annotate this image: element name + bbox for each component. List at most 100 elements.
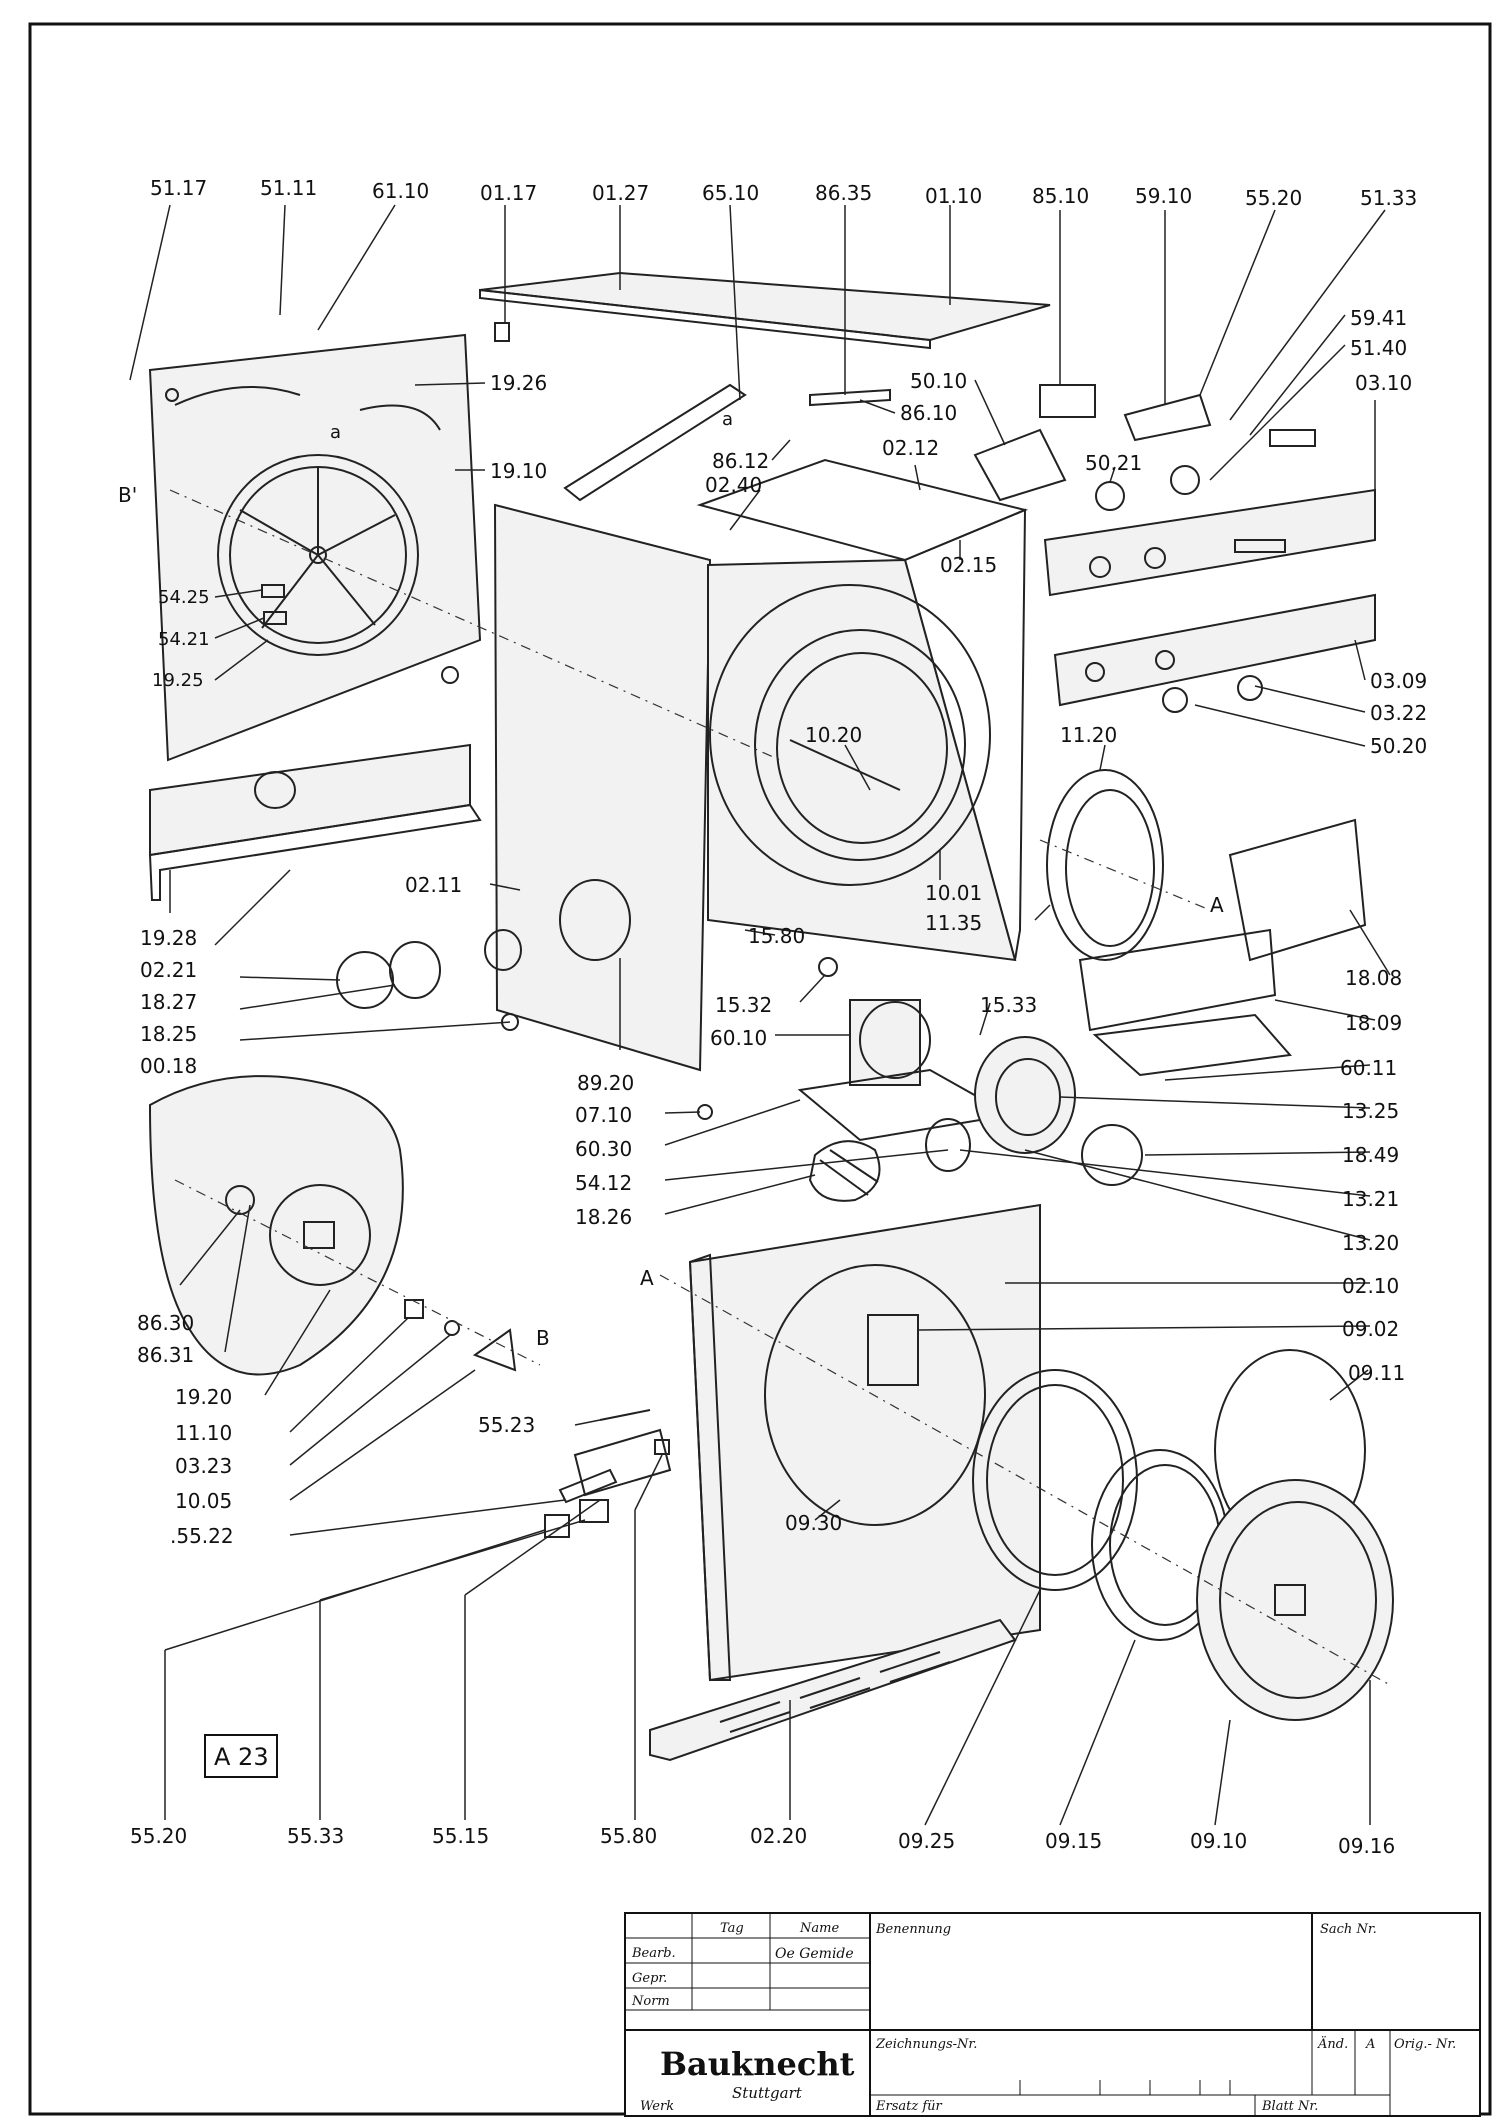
label-89-20: 89.20 (577, 1071, 634, 1095)
motor-6010 (849, 999, 921, 1086)
duct-1809 (1078, 928, 1277, 1032)
tb-benennung: Benennung (875, 1922, 951, 1937)
duct-8920 (559, 879, 631, 961)
pulley-1532 (818, 957, 838, 977)
label-54-25: 54.25 (158, 587, 210, 608)
label-01-27: 01.27 (592, 181, 649, 205)
bracket-5425 (261, 584, 285, 598)
rear-hole-2 (441, 666, 459, 684)
module-8510 (1039, 384, 1096, 418)
plinth-0220 (649, 1618, 1017, 1762)
label-09-16: 09.16 (1338, 1834, 1395, 1858)
plug-0018-ring (484, 929, 522, 971)
label-59-41: 59.41 (1350, 306, 1407, 330)
marker-a-right: a (722, 409, 733, 430)
label-55-22: .55.22 (170, 1524, 234, 1548)
ring-1849 (1081, 1124, 1143, 1186)
switch-5910 (1123, 393, 1212, 442)
tb-sach-nr: Sach Nr. (1320, 1922, 1377, 1937)
spoke-2 (317, 514, 396, 556)
label-13-21: 13.21 (1342, 1187, 1399, 1211)
label-86-10: 86.10 (900, 401, 957, 425)
leader-lines (129, 204, 1391, 1826)
fan-1825 (389, 941, 441, 999)
plinth-vents (719, 1651, 951, 1733)
tb-zeichnungs-nr: Zeichnungs-Nr. (875, 2037, 977, 2052)
tb-row-bearb: Bearb. (631, 1946, 676, 1961)
label-02-20: 02.20 (750, 1824, 807, 1848)
sheet-tag: A 23 (214, 1743, 269, 1771)
hose-rib-2 (829, 1149, 879, 1183)
tb-werk: Werk (640, 2099, 674, 2114)
label-61-10: 61.10 (372, 179, 429, 203)
label-19-10: 19.10 (490, 459, 547, 483)
door-handle-0916 (1274, 1584, 1306, 1616)
title-block: Tag Name Bearb. Gepr. Norm Oe Gemide Ben… (624, 1912, 1481, 2117)
label-01-17: 01.17 (480, 181, 537, 205)
control-knob-1 (1089, 556, 1111, 578)
label-86-31: 86.31 (137, 1343, 194, 1367)
label-50-20: 50.20 (1370, 734, 1427, 758)
tb-signature: Oe Gemide (775, 1946, 854, 1962)
label-02-21: 02.21 (140, 958, 197, 982)
part-1005 (472, 1328, 517, 1372)
duct-plate-1809 (1092, 1013, 1292, 1077)
cap-1827 (336, 951, 394, 1009)
clip-5140 (1269, 429, 1316, 447)
side-panel (493, 503, 712, 1072)
label-15-33: 15.33 (980, 993, 1037, 1017)
front-ring-1120-inner (1065, 789, 1155, 947)
filter-housing-1808 (1228, 818, 1367, 962)
clip-0117 (494, 322, 510, 342)
motor-body (859, 1001, 931, 1079)
label-13-25: 13.25 (1342, 1099, 1399, 1123)
hinge-0902 (867, 1314, 919, 1386)
label-51-11: 51.11 (260, 176, 317, 200)
drum-opening (754, 629, 966, 861)
label-09-15: 09.15 (1045, 1829, 1102, 1853)
front-panel-edge (688, 1253, 732, 1681)
part-5520 (544, 1514, 570, 1538)
label-51-33: 51.33 (1360, 186, 1417, 210)
label-60-11: 60.11 (1340, 1056, 1397, 1080)
tb-col-tag: Tag (720, 1921, 744, 1936)
drum-inner (776, 652, 948, 844)
marker-B-prime: B' (118, 483, 137, 507)
label-86-12: 86.12 (712, 449, 769, 473)
label-18-26: 18.26 (575, 1205, 632, 1229)
knob-5020-b (1237, 675, 1263, 701)
sheet-border (28, 22, 1492, 2116)
label-10-05: 10.05 (175, 1489, 232, 1513)
part-5533 (579, 1499, 609, 1523)
door-frame-0910-inner (1219, 1501, 1377, 1699)
spoke-3 (317, 554, 376, 626)
knob-5021-b (1170, 465, 1200, 495)
label-19-28: 19.28 (140, 926, 197, 950)
label-86-35: 86.35 (815, 181, 872, 205)
lower-rear-panel (149, 743, 471, 857)
latch-8635 (809, 388, 891, 407)
label-55-20-bottom: 55.20 (130, 1824, 187, 1848)
label-19-20: 19.20 (175, 1385, 232, 1409)
marker-B: B (536, 1326, 550, 1350)
label-02-12: 02.12 (882, 436, 939, 460)
part-5523 (599, 1409, 651, 1421)
fascia-knob-2 (1155, 650, 1175, 670)
label-65-10: 65.10 (702, 181, 759, 205)
fascia-knob-1 (1085, 662, 1105, 682)
tb-row-norm: Norm (631, 1994, 670, 2009)
marker-a-left: a (330, 422, 341, 443)
axis-line-2 (1039, 839, 1211, 911)
label-18-49: 18.49 (1342, 1143, 1399, 1167)
label-02-40: 02.40 (705, 473, 762, 497)
label-02-11: 02.11 (405, 873, 462, 897)
top-cover-edge (479, 288, 931, 350)
drum-baffle (789, 739, 901, 791)
tb-aend-value: A (1365, 2037, 1375, 2052)
bracket-6510 (563, 383, 747, 502)
control-knob-2 (1144, 547, 1166, 569)
tb-col-name: Name (799, 1921, 839, 1936)
label-11-10: 11.10 (175, 1421, 232, 1445)
label-54-12: 54.12 (575, 1171, 632, 1195)
